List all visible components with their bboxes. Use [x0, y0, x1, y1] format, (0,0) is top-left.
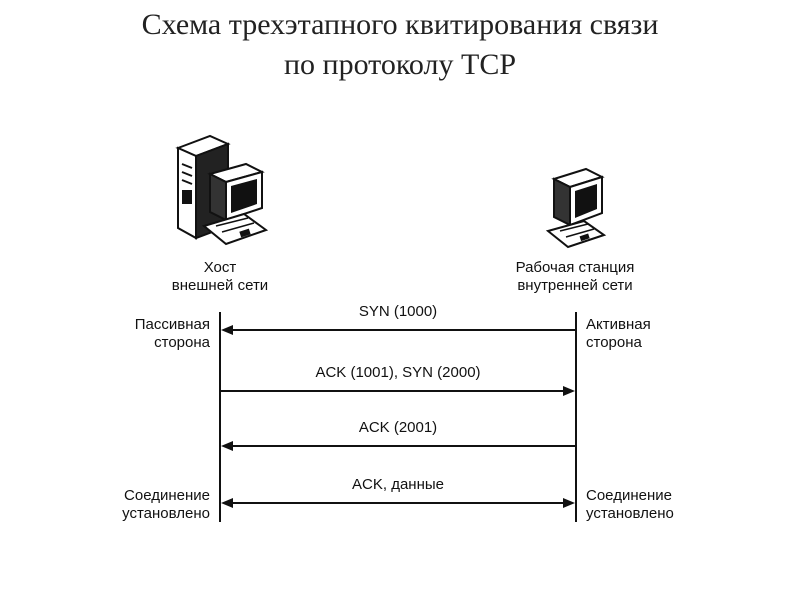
message-label-ack: ACK (2001): [358, 419, 438, 436]
message-label-ack-syn: ACK (1001), SYN (2000): [315, 364, 481, 381]
left-passive-line1: Пассивная: [134, 316, 210, 333]
left-passive-line2: сторона: [154, 334, 210, 351]
left-established-label: Соединение установлено: [70, 487, 210, 523]
page-title-line2: по протоколу TCP: [283, 48, 517, 81]
arrow-ack-syn: [220, 386, 575, 396]
arrow-ack-data: [221, 498, 575, 508]
right-host-label-line2: внутренней сети: [517, 277, 633, 294]
right-active-line2: сторона: [586, 334, 642, 351]
message-label-syn: SYN (1000): [358, 303, 438, 320]
right-established-label: Соединение установлено: [586, 487, 726, 523]
right-active-label: Активная сторона: [586, 316, 726, 352]
message-label-ack-data: ACK, данные: [352, 476, 444, 493]
left-passive-label: Пассивная сторона: [80, 316, 210, 352]
right-established-line2: установлено: [586, 505, 674, 522]
left-established-line1: Соединение: [124, 487, 210, 504]
right-established-line1: Соединение: [586, 487, 672, 504]
workstation-computer-icon: [540, 165, 610, 250]
left-established-line2: установлено: [122, 505, 210, 522]
left-host-label-line1: Хост: [203, 259, 237, 276]
right-active-line1: Активная: [586, 316, 651, 333]
left-host-label: Хост внешней сети: [130, 259, 310, 295]
left-host-label-line2: внешней сети: [171, 277, 269, 294]
arrow-ack: [221, 441, 576, 451]
arrow-syn: [221, 325, 576, 335]
server-computer-icon: [170, 130, 280, 250]
page-title-line1: Схема трехэтапного квитирования связи: [141, 8, 659, 41]
right-host-label-line1: Рабочая станция: [515, 259, 635, 276]
right-host-label: Рабочая станция внутренней сети: [485, 259, 665, 295]
